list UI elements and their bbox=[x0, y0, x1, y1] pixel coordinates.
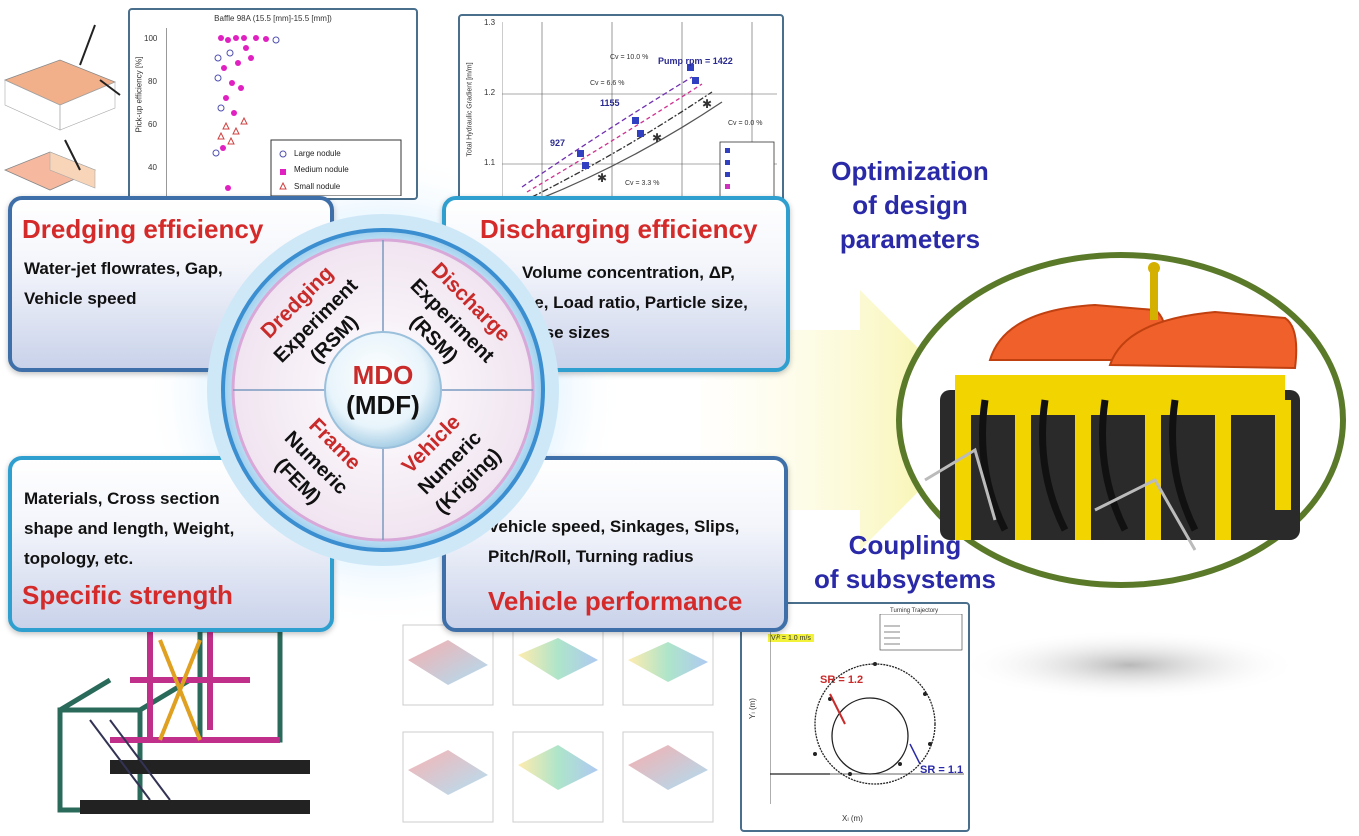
strength-panel-title: Specific strength bbox=[22, 580, 233, 610]
cv-label-6-6: Cv = 6.6 % bbox=[590, 80, 625, 87]
strength-panel-body: Materials, Cross section shape and lengt… bbox=[24, 484, 234, 574]
discharging-body-line-2: Re, Load ratio, Particle size, bbox=[522, 293, 748, 312]
dredging-panel-body: Water-jet flowrates, Gap, Vehicle speed bbox=[24, 254, 223, 314]
mdf-label: (MDF) bbox=[346, 390, 420, 420]
optimization-line-2: of design bbox=[852, 190, 968, 220]
ytick-1-1: 1.1 bbox=[484, 158, 496, 167]
ytick-60: 60 bbox=[148, 120, 157, 129]
surface-plot-1 bbox=[402, 624, 494, 706]
cv-label-10: Cv = 10.0 % bbox=[610, 54, 649, 61]
surface-thumb-1 bbox=[3, 24, 121, 131]
plot-title: Baffle 98A (15.5 [mm]-15.5 [mm]) bbox=[214, 14, 332, 23]
strength-body-line-2: shape and length, Weight, bbox=[24, 519, 235, 538]
legend-small-nodule: Small nodule bbox=[294, 182, 341, 191]
dredging-panel-title: Dredging efficiency bbox=[22, 214, 264, 244]
label-pump-rpm: Pump rpm = 1422 bbox=[658, 56, 733, 66]
pickup-plot-area bbox=[166, 28, 402, 196]
orange-float-right bbox=[1108, 310, 1298, 370]
strength-body-line-3: topology, etc. bbox=[24, 549, 134, 568]
surface-plot-5 bbox=[512, 731, 604, 823]
trajectory-tag: Vₗᴿ = 1.0 m/s bbox=[768, 634, 814, 642]
surface-plot-2 bbox=[512, 624, 604, 706]
legend-medium-nodule: Medium nodule bbox=[294, 165, 349, 174]
optimization-label: Optimization of design parameters bbox=[810, 154, 1010, 256]
vehicle-body-line-2: Pitch/Roll, Turning radius bbox=[488, 547, 694, 566]
mdo-center-label: MDO (MDF) bbox=[323, 360, 443, 420]
svg-text:✱: ✱ bbox=[702, 97, 712, 111]
trajectory-plot-area bbox=[770, 614, 964, 804]
label-927: 927 bbox=[550, 138, 566, 148]
vehicle-panel-body: Vehicle speed, Sinkages, Slips, Pitch/Ro… bbox=[488, 512, 739, 572]
surface-plot-4 bbox=[402, 731, 494, 823]
mdo-label: MDO bbox=[352, 360, 414, 390]
plot-ylabel: Total Hydraulic Gradient [m/m] bbox=[466, 62, 474, 157]
pickup-legend-box bbox=[270, 139, 402, 196]
plot-ylabel: Pick-up efficiency [%] bbox=[134, 56, 144, 133]
trajectory-ylabel: Yₗ (m) bbox=[747, 698, 757, 719]
pickup-efficiency-plot: Baffle 98A (15.5 [mm]-15.5 [mm]) Pick-up… bbox=[128, 8, 418, 200]
trajectory-xlabel: Xₗ (m) bbox=[842, 814, 863, 823]
coupling-line-2: of subsystems bbox=[813, 564, 997, 594]
legend-large-nodule: Large nodule bbox=[294, 149, 341, 158]
cv-label-3-3: Cv = 3.3 % bbox=[625, 180, 660, 187]
track-bar-1 bbox=[110, 760, 310, 774]
dredging-body-line-2: Vehicle speed bbox=[24, 289, 137, 308]
ytick-40: 40 bbox=[148, 163, 157, 172]
vehicle-shadow bbox=[960, 630, 1300, 700]
coupling-line-1: Coupling bbox=[848, 530, 962, 560]
track-bar-2 bbox=[80, 800, 310, 814]
sr-1-1-label: SR = 1.1 bbox=[920, 764, 964, 776]
surface-thumbnails-top-left bbox=[3, 24, 121, 191]
optimization-line-3: parameters bbox=[839, 224, 981, 254]
gradient-plot-area: ✱ ✱ ✱ bbox=[502, 22, 777, 200]
ytick-100: 100 bbox=[144, 34, 158, 43]
frame-structure-illustration bbox=[57, 620, 310, 814]
vehicle-body bbox=[924, 262, 1300, 551]
strength-body-line-1: Materials, Cross section bbox=[24, 489, 220, 508]
discharging-body-line-1: Volume concentration, ΔP, bbox=[522, 263, 735, 282]
dredging-body-line-1: Water-jet flowrates, Gap, bbox=[24, 259, 223, 278]
cv-label-0: Cv = 0.0 % bbox=[728, 120, 763, 127]
surface-plot-3 bbox=[622, 624, 714, 706]
kriging-surface-grid bbox=[402, 624, 714, 823]
discharging-panel-title: Discharging efficiency bbox=[480, 214, 758, 244]
vehicle-body-line-1: Vehicle speed, Sinkages, Slips, bbox=[488, 517, 740, 536]
surface-plot-6 bbox=[622, 731, 714, 823]
svg-text:✱: ✱ bbox=[597, 171, 607, 185]
ytick-80: 80 bbox=[148, 77, 157, 86]
hydraulic-gradient-plot: Total Hydraulic Gradient [m/m] 1.3 1.2 1… bbox=[458, 14, 784, 204]
ytick-1-3: 1.3 bbox=[484, 18, 496, 27]
label-1155: 1155 bbox=[600, 98, 620, 108]
mdo-circle bbox=[207, 214, 559, 566]
mining-vehicle-illustration bbox=[896, 252, 1346, 588]
ytick-1-2: 1.2 bbox=[484, 88, 496, 97]
turning-trajectory-plot: Vₗᴿ = 1.0 m/s Turning Trajectory Yₗ (m) … bbox=[740, 602, 970, 832]
trajectory-legend-title: Turning Trajectory bbox=[890, 608, 939, 614]
center-disk bbox=[324, 331, 442, 449]
svg-text:✱: ✱ bbox=[652, 131, 662, 145]
optimization-line-1: Optimization bbox=[831, 156, 989, 186]
surface-thumb-2 bbox=[3, 139, 97, 191]
coupling-label: Coupling of subsystems bbox=[790, 528, 1020, 596]
vehicle-panel-title: Vehicle performance bbox=[488, 586, 743, 616]
